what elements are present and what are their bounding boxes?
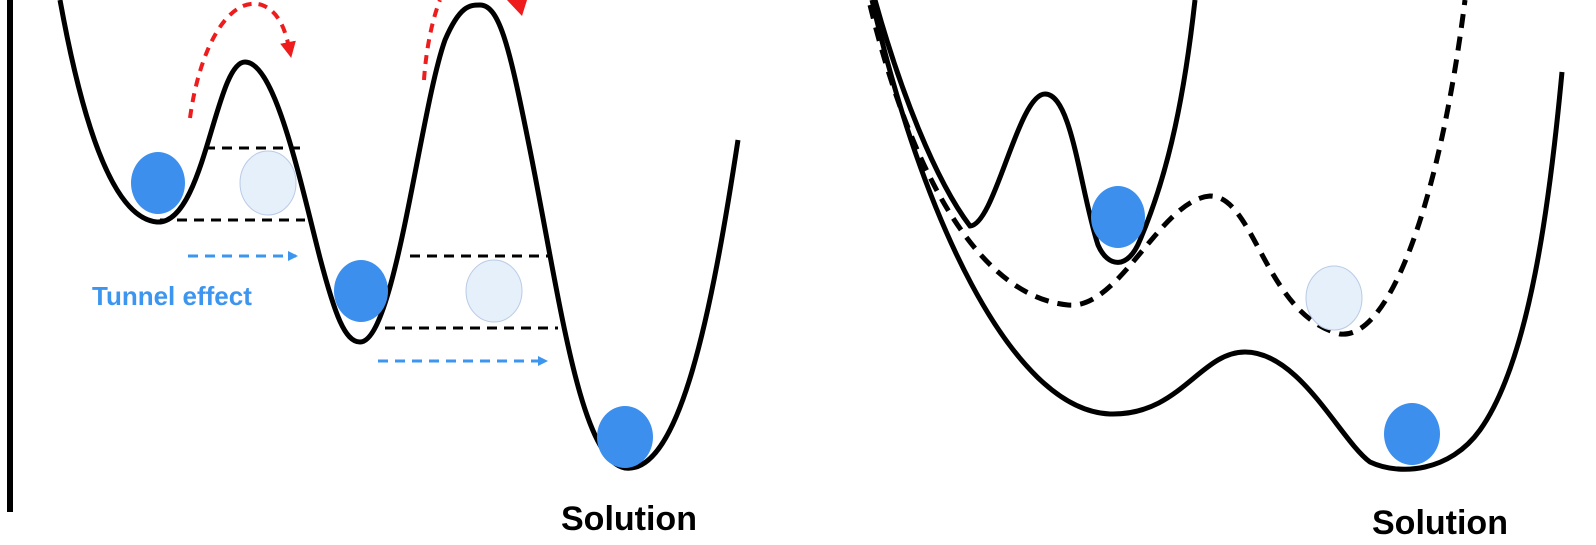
hop-arrow-1 <box>188 1 296 119</box>
ball-ghost-1 <box>239 150 297 216</box>
hop-arrow-2-head <box>507 0 527 16</box>
left-energy-curve <box>57 0 741 471</box>
left-panel: Tunnel effect Solution <box>7 0 741 538</box>
ball-filled-2 <box>334 260 388 322</box>
right-panel: Solution <box>867 0 1565 542</box>
hop-arrow-2 <box>422 0 442 81</box>
ball-ghost-2 <box>465 259 523 323</box>
right-intermediate-curve <box>867 0 1468 337</box>
solution-label-right: Solution <box>1372 504 1508 542</box>
ball-filled-solution-left <box>597 406 653 468</box>
right-initial-curve <box>872 0 1198 265</box>
solution-label-left: Solution <box>561 500 697 538</box>
tunnel-effect-label: Tunnel effect <box>92 281 252 311</box>
ball-filled-right-1 <box>1091 186 1145 248</box>
ball-filled-solution-right <box>1384 403 1440 465</box>
right-final-curve <box>869 0 1565 472</box>
ball-ghost-right <box>1305 265 1363 331</box>
ball-filled-1 <box>131 152 185 214</box>
